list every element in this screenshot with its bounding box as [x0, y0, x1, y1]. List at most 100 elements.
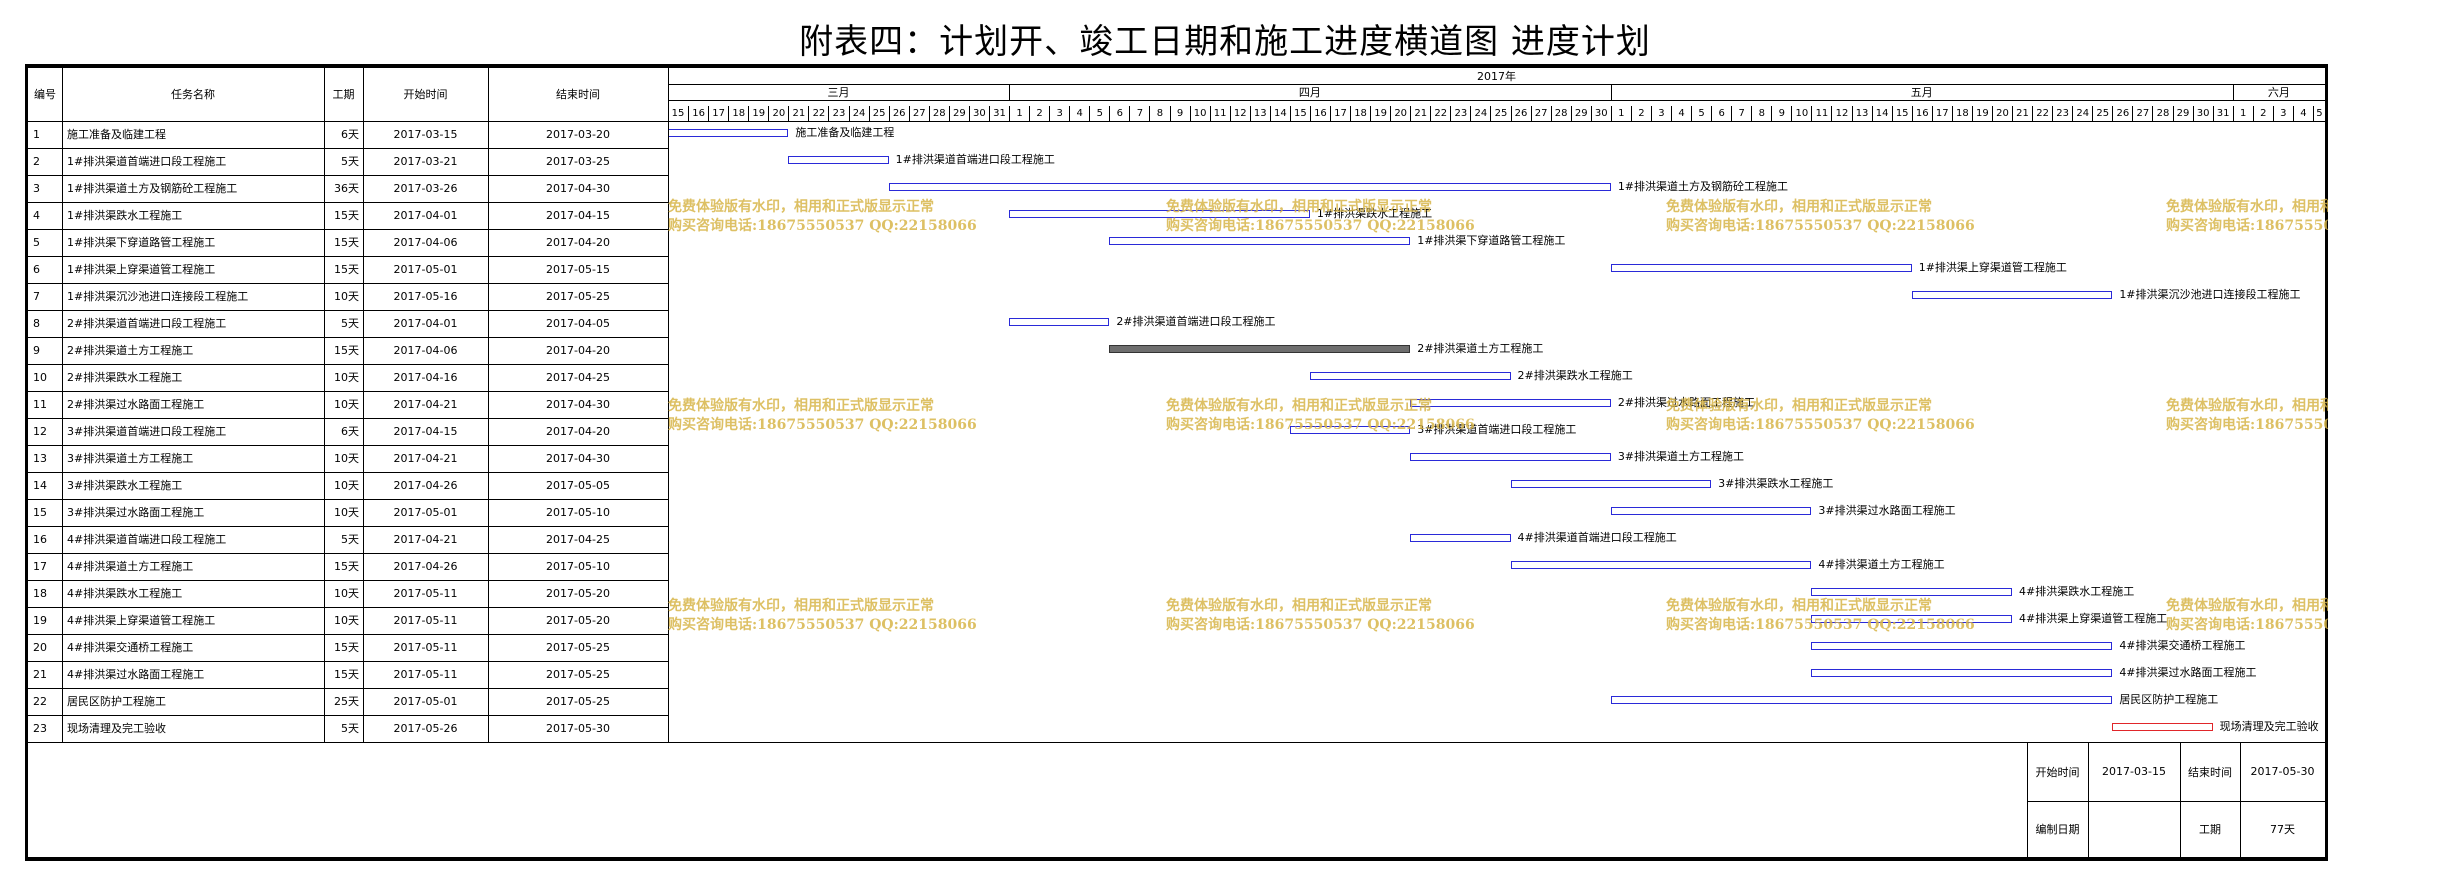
task-end: 2017-05-10 [546, 506, 610, 519]
watermark-line1: 免费体验版有水印，相用和正式版显示正常 [668, 398, 934, 414]
day-label: 6 [1109, 106, 1129, 121]
row-line [28, 526, 668, 527]
month-divider [668, 100, 2325, 101]
task-bar[interactable] [2112, 723, 2213, 731]
day-label: 22 [1430, 106, 1450, 121]
task-bar[interactable] [1289, 426, 1411, 434]
task-bar[interactable] [1410, 399, 1611, 407]
task-bar[interactable] [1109, 345, 1411, 353]
task-start: 2017-05-16 [393, 290, 458, 303]
task-bar-label: 1#排洪渠跌水工程施工 [1316, 207, 1433, 220]
day-label: 29 [948, 106, 969, 121]
task-bar-label: 3#排洪渠道首端进口段工程施工 [1417, 423, 1577, 436]
row-line [28, 391, 668, 392]
task-bar[interactable] [1410, 534, 1511, 542]
day-label: 19 [1971, 106, 1992, 121]
task-bar[interactable] [1510, 561, 1812, 569]
task-bar[interactable] [1009, 318, 1110, 326]
task-duration: 10天 [334, 587, 359, 600]
day-label: 12 [1229, 106, 1250, 121]
day-label: 2 [1630, 106, 1651, 121]
task-duration: 6天 [341, 128, 359, 141]
task-end: 2017-04-30 [546, 398, 610, 411]
day-label: 29 [1570, 106, 1591, 121]
watermark-line1: 免费体验版有水印，相用和正式版显示正常 [1166, 199, 1432, 215]
task-bar[interactable] [668, 129, 789, 137]
day-label: 27 [908, 106, 929, 121]
task-bar-label: 3#排洪渠过水路面工程施工 [1818, 504, 1956, 517]
watermark: 免费体验版有水印，相用和正式版显示正常购买咨询电话:18675550537 QQ… [1166, 397, 1475, 435]
day-label: 15 [1289, 106, 1310, 121]
task-bar[interactable] [1610, 507, 1812, 515]
task-end: 2017-04-25 [546, 533, 610, 546]
row-line [28, 553, 668, 554]
month-label: 三月 [827, 85, 850, 99]
task-name: 3#排洪渠过水路面工程施工 [67, 506, 205, 519]
row-line [28, 472, 668, 473]
task-bar[interactable] [1510, 480, 1712, 488]
footer-line [2027, 742, 2028, 857]
task-num: 5 [33, 236, 40, 249]
task-bar[interactable] [1610, 264, 1912, 272]
task-bar[interactable] [1811, 588, 2012, 596]
row-line [28, 445, 668, 446]
task-bar[interactable] [788, 156, 889, 164]
watermark-line2: 购买咨询电话:18675550537 QQ:22158066 [1166, 617, 1475, 633]
task-num: 16 [33, 533, 47, 546]
task-num: 11 [33, 398, 47, 411]
task-bar[interactable] [1911, 291, 2113, 299]
day-label: 6 [1711, 106, 1731, 121]
day-label: 10 [1791, 106, 1811, 121]
task-bar-label: 居民区防护工程施工 [2119, 693, 2219, 706]
task-num: 21 [33, 668, 47, 681]
task-bar[interactable] [1811, 642, 2113, 650]
day-label: 8 [1149, 106, 1169, 121]
day-label: 25 [2092, 106, 2112, 121]
task-bar[interactable] [1309, 372, 1511, 380]
day-label: 21 [788, 106, 808, 121]
footer-start-label: 开始时间 [2035, 765, 2080, 779]
task-bar[interactable] [1610, 696, 2113, 704]
day-label: 28 [1550, 106, 1571, 121]
day-label: 23 [828, 106, 848, 121]
watermark: 免费体验版有水印，相用和正式版显示正常购买咨询电话:18675550537 QQ… [668, 597, 977, 635]
task-bar[interactable] [888, 183, 1611, 191]
watermark-line2: 购买咨询电话:18675550537 QQ:22158066 [1166, 218, 1475, 234]
day-label: 19 [748, 106, 768, 121]
day-label: 26 [1510, 106, 1531, 121]
task-end: 2017-05-20 [546, 587, 610, 600]
row-line [28, 607, 668, 608]
task-end: 2017-05-10 [546, 560, 610, 573]
task-duration: 36天 [334, 182, 359, 195]
task-bar[interactable] [1811, 669, 2113, 677]
watermark-line2: 购买咨询电话:18675550537 QQ:22158066 [668, 218, 977, 234]
header-bottom-line [28, 121, 2325, 122]
task-bar[interactable] [1811, 615, 2012, 623]
row-line [28, 499, 668, 500]
task-bar[interactable] [1109, 237, 1411, 245]
task-bar-label: 4#排洪渠过水路面工程施工 [2119, 666, 2257, 679]
task-bar-label: 4#排洪渠上穿渠道管工程施工 [2019, 612, 2168, 625]
column-line [62, 68, 63, 742]
day-label: 28 [928, 106, 949, 121]
task-name: 居民区防护工程施工 [67, 695, 166, 708]
task-num: 15 [33, 506, 47, 519]
task-num: 10 [33, 371, 47, 384]
task-num: 8 [33, 317, 40, 330]
task-duration: 10天 [334, 290, 359, 303]
day-label: 27 [2132, 106, 2152, 121]
day-label: 13 [1851, 106, 1872, 121]
day-label: 26 [2112, 106, 2132, 121]
task-bar[interactable] [1410, 453, 1611, 461]
task-duration: 15天 [334, 263, 359, 276]
task-name: 3#排洪渠道首端进口段工程施工 [67, 425, 227, 438]
task-end: 2017-05-30 [546, 722, 610, 735]
day-label: 16 [1309, 106, 1330, 121]
gantt-frame [25, 64, 2328, 861]
task-end: 2017-04-20 [546, 344, 610, 357]
task-bar[interactable] [1009, 210, 1310, 218]
day-label: 18 [1350, 106, 1370, 121]
task-duration: 10天 [334, 371, 359, 384]
